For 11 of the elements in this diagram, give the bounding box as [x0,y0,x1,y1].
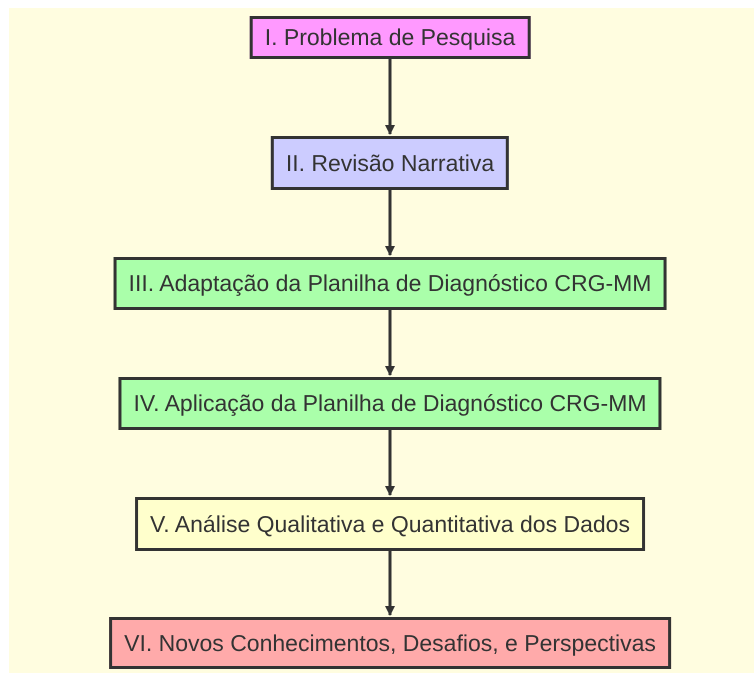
arrow [385,551,395,616]
arrow [385,430,395,496]
arrow [385,190,395,256]
process-box: VI. Novos Conhecimentos, Desafios, e Perspectivas [109,617,671,669]
process-box: III. Adaptação da Planilha de Diagnóstico CRG-MM [114,257,666,310]
process-box: V. Análise Qualitativa e Quantitativa dos Dados [135,497,645,551]
arrow [385,310,395,376]
process-box: II. Revisão Narrativa [270,136,510,190]
process-box: I. Problema de Pesquisa [250,16,530,59]
process-box: IV. Aplicação da Planilha de Diagnóstico CRG-MM [118,377,662,430]
arrow [385,59,395,135]
